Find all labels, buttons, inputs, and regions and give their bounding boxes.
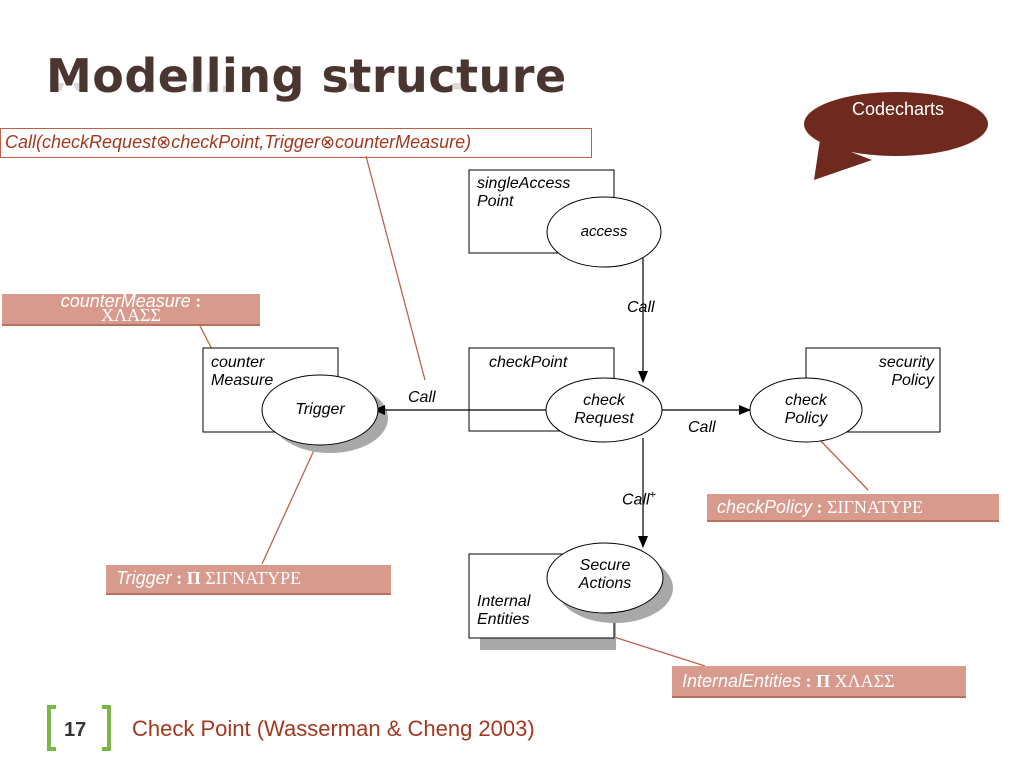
ellipse-check-request-label: check Request [546, 392, 662, 428]
page-number: 17 [64, 719, 87, 741]
ellipse-secure-actions-line1: Secure [579, 557, 631, 574]
ellipse-check-policy [749, 377, 863, 443]
connector-checkpolicy [817, 437, 869, 491]
call-formula-arg2a: Trigger [264, 132, 320, 152]
ellipse-access [546, 196, 662, 268]
ellipse-secure-actions-line2: Actions [578, 575, 632, 592]
edge-label-access-to-check: Call [627, 299, 655, 316]
box-single-access-point-label: singleAccess Point [477, 175, 570, 211]
label-internalentities-type: ΧΛΑΣΣ [830, 671, 895, 691]
edge-label-check-to-secure-text: Call [622, 491, 650, 509]
label-trigger-name: Trigger [116, 568, 172, 588]
label-trigger: Trigger : Π ΣΙΓΝΑΤΥΡΕ [106, 565, 391, 595]
label-checkpolicy: checkPolicy : ΣΙΓΝΑΤΥΡΕ [707, 494, 999, 522]
label-trigger-pi: Π [186, 568, 201, 588]
footer-bracket-left [47, 705, 56, 751]
edge-label-check-to-secure-sup: + [649, 489, 656, 501]
connector-call-formula [365, 155, 426, 381]
connector-trigger [261, 447, 316, 565]
call-formula: Call(checkRequest⊗checkPoint,Trigger⊗cou… [0, 128, 592, 158]
call-formula-sep: , [259, 132, 265, 152]
box-single-access-point-line1: singleAccess [477, 175, 571, 192]
box-check-point-line1: checkPoint [489, 354, 568, 371]
label-countermeasure-type: ΧΛΑΣΣ [100, 305, 161, 325]
call-formula-prefix: Call( [5, 132, 43, 152]
ellipse-secure-actions [546, 542, 664, 614]
ellipse-check-policy-line1: check [785, 392, 827, 409]
ellipse-check-request [545, 377, 663, 443]
ellipse-check-policy-label: check Policy [750, 392, 862, 428]
label-checkpolicy-type: ΣΙΓΝΑΤΥΡΕ [827, 497, 923, 517]
ellipse-secure-actions-label: Secure Actions [547, 557, 663, 593]
label-internalentities-name: InternalEntities [682, 671, 802, 691]
edge-label-check-to-secure: Call+ [622, 486, 656, 509]
label-checkpolicy-name: checkPolicy [717, 497, 813, 517]
label-trigger-colon: : [171, 568, 187, 588]
codecharts-bubble [804, 92, 988, 180]
call-formula-arg2b: counterMeasure [335, 132, 466, 152]
box-security-policy-label: security Policy [806, 354, 934, 390]
label-internalentities: InternalEntities : Π ΧΛΑΣΣ [672, 666, 966, 698]
ellipse-trigger-line1: Trigger [295, 401, 345, 418]
codecharts-bubble-text: Codecharts [851, 99, 945, 119]
call-formula-arg1b: checkPoint [171, 132, 260, 152]
ellipse-check-request-line1: check [583, 392, 625, 409]
footer-bracket-right [102, 705, 111, 751]
box-security-policy-line1: security [878, 354, 934, 371]
box-security-policy-line2: Policy [891, 372, 934, 389]
ellipse-trigger [261, 374, 379, 446]
ellipse-trigger-label: Trigger [262, 401, 378, 419]
box-counter-measure-label: counter Measure [211, 354, 273, 390]
box-internal-entities-label: Internal Entities [477, 593, 530, 629]
edge-label-check-to-trigger: Call [408, 389, 436, 406]
call-formula-op1: ⊗ [156, 132, 172, 152]
call-formula-op2: ⊗ [319, 132, 336, 152]
footer-citation: Check Point (Wasserman & Cheng 2003) [132, 716, 535, 741]
box-check-point-label: checkPoint [489, 354, 567, 372]
box-single-access-point-line2: Point [477, 193, 514, 210]
ellipse-check-policy-line2: Policy [784, 410, 828, 427]
label-countermeasure-colon: : [190, 294, 202, 311]
box-counter-measure-line2: Measure [211, 372, 274, 389]
call-formula-suffix: ) [465, 132, 472, 152]
ellipse-access-line1: access [580, 223, 628, 240]
ellipse-check-request-line2: Request [574, 410, 634, 427]
label-internalentities-colon: : [801, 671, 817, 691]
box-internal-entities-line2: Entities [477, 611, 530, 628]
box-counter-measure-line1: counter [211, 354, 265, 371]
call-formula-arg1a: checkRequest [42, 132, 157, 152]
label-countermeasure: counterMeasure : ΧΛΑΣΣ [2, 294, 260, 326]
ellipse-access-label: access [547, 223, 661, 241]
label-trigger-type: ΣΙΓΝΑΤΥΡΕ [200, 568, 302, 588]
edge-label-check-to-policy: Call [688, 419, 716, 436]
slide-title: Modelling structure [46, 49, 567, 103]
label-internalentities-pi: Π [816, 671, 831, 691]
label-countermeasure-name: counterMeasure [60, 294, 191, 311]
label-checkpolicy-colon: : [812, 497, 828, 517]
box-internal-entities-line1: Internal [477, 593, 531, 610]
